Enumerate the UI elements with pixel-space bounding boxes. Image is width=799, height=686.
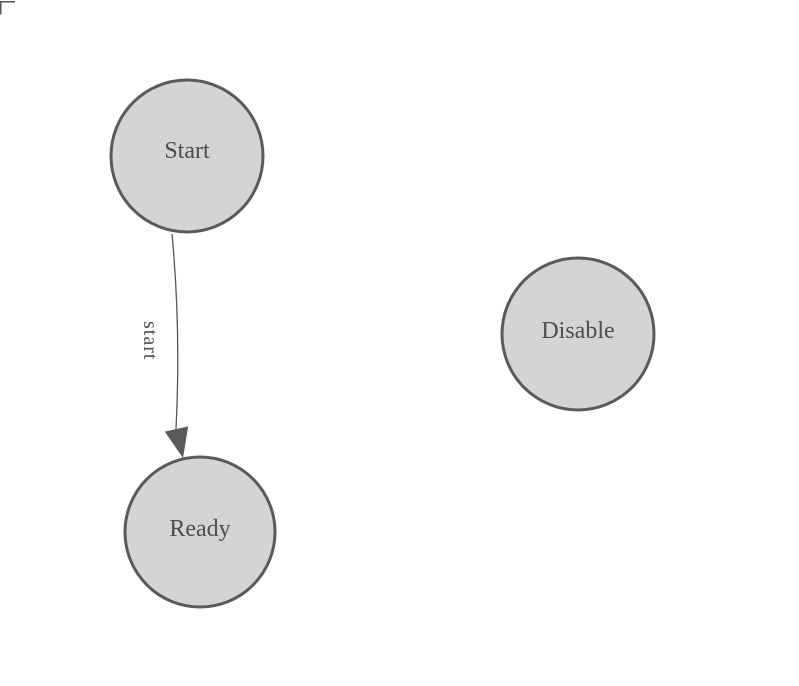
transition-edge-start-to-ready[interactable]: start bbox=[139, 233, 189, 458]
state-node-start-circle[interactable] bbox=[109, 78, 265, 234]
edge-line[interactable] bbox=[171, 233, 179, 430]
state-node-disable[interactable]: Disable bbox=[500, 256, 656, 412]
canvas-origin-corner-icon bbox=[0, 1, 15, 15]
edge-label: start bbox=[139, 321, 161, 360]
state-node-ready-circle[interactable] bbox=[123, 455, 277, 609]
state-node-disable-circle[interactable] bbox=[500, 256, 656, 412]
edge-arrowhead-icon bbox=[164, 426, 189, 458]
state-node-start[interactable]: Start bbox=[109, 78, 265, 234]
state-node-ready[interactable]: Ready bbox=[123, 455, 277, 609]
